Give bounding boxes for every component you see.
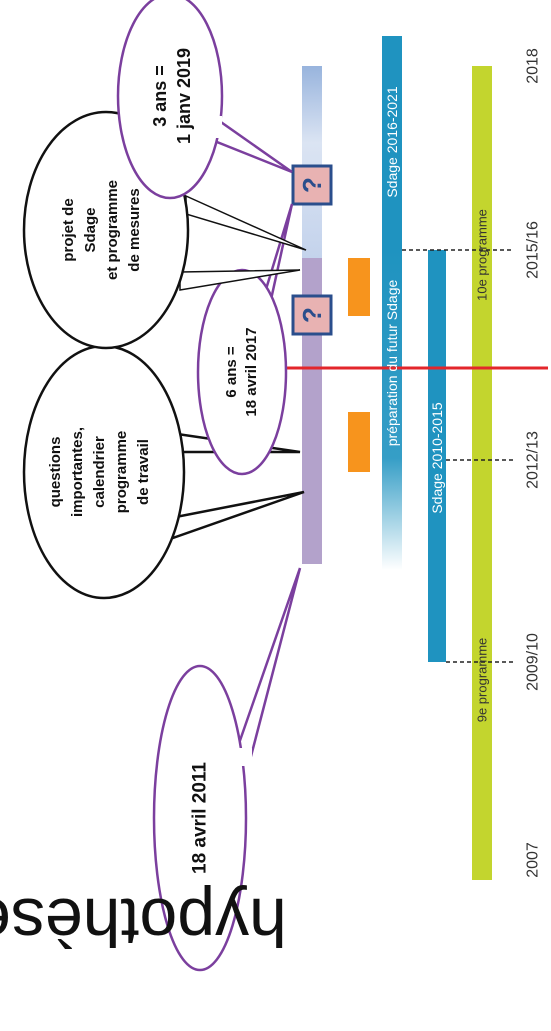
svg-text:3 ans =: 3 ans = (150, 65, 170, 127)
milestone-1 (348, 412, 370, 472)
label-9e-programme: 9e programme (475, 638, 490, 723)
callout-questions: questions importantes, calendrier progra… (22, 344, 305, 600)
svg-text:?: ? (297, 307, 327, 323)
year-2009: 2009/10 (525, 633, 542, 691)
bar-sdage-2010-2015 (428, 250, 446, 662)
callout-projet-sdage-text: projet de Sdage et programme de mesures (60, 180, 143, 280)
svg-text:questions: questions (47, 437, 64, 508)
svg-text:Sdage: Sdage (82, 207, 99, 252)
svg-text:calendrier: calendrier (91, 436, 108, 508)
svg-text:1 janv 2019: 1 janv 2019 (174, 48, 194, 144)
callout-6-ans: 6 ans = 18 avril 2017 (196, 203, 294, 476)
question-marker-2: ? (291, 164, 333, 206)
bar-9e-programme (472, 540, 492, 880)
label-sdage-2010-2015: Sdage 2010-2015 (429, 402, 445, 514)
bar-10e-programme (472, 66, 492, 540)
label-sdage-2016-2021: Sdage 2016-2021 (384, 86, 400, 198)
bar-phase-light (302, 66, 322, 258)
svg-text:de mesures: de mesures (126, 188, 143, 271)
callout-questions-text: questions importantes, calendrier progra… (47, 427, 152, 517)
svg-text:18 avril 2017: 18 avril 2017 (243, 327, 260, 416)
bar-preparation (382, 250, 402, 570)
svg-text:?: ? (297, 177, 327, 193)
bar-sdage-2016-2021 (382, 36, 402, 250)
svg-text:6 ans =: 6 ans = (223, 346, 240, 398)
callout-18-avril-2011: 18 avril 2011 (152, 567, 302, 972)
callout-3-ans: 3 ans = 1 janv 2019 (116, 0, 293, 200)
question-marker-1: ? (291, 294, 333, 336)
page-title: hypothèse (0, 884, 287, 960)
year-2012: 2012/13 (525, 431, 542, 489)
year-2015: 2015/16 (525, 221, 542, 279)
milestone-2 (348, 258, 370, 316)
svg-text:projet de: projet de (60, 198, 77, 261)
svg-text:importantes,: importantes, (69, 427, 86, 517)
year-2007: 2007 (525, 842, 542, 878)
year-2018: 2018 (525, 48, 542, 84)
svg-text:de travail: de travail (135, 439, 152, 505)
label-preparation: préparation du futur Sdage (384, 280, 400, 447)
svg-text:programme: programme (113, 431, 130, 514)
callout-6-ans-text: 6 ans = 18 avril 2017 (223, 327, 260, 416)
label-10e-programme: 10e programme (475, 209, 490, 301)
callout-18-avril-2011-text: 18 avril 2011 (190, 762, 211, 874)
callout-3-ans-text: 3 ans = 1 janv 2019 (150, 48, 194, 144)
svg-text:et programme: et programme (104, 180, 121, 280)
